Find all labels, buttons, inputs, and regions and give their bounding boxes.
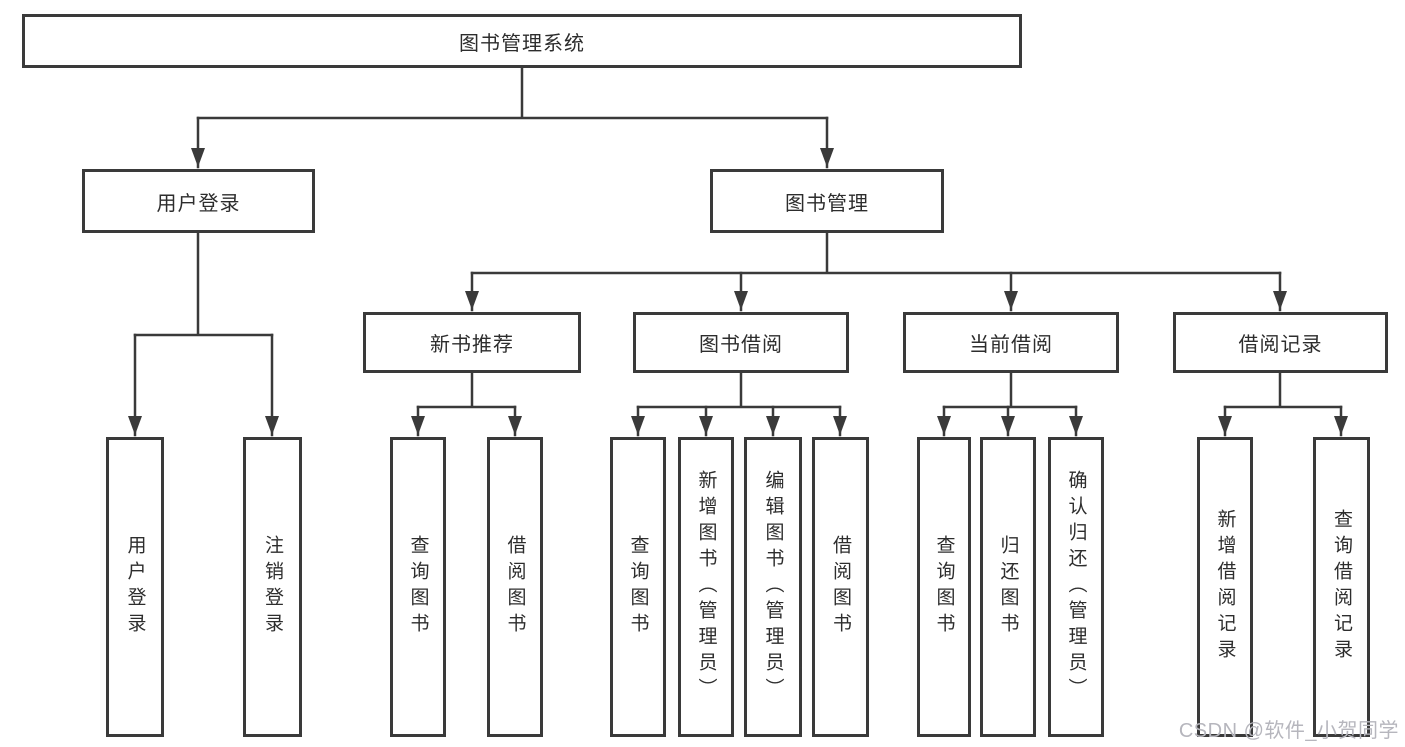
node-current-borrow: 当前借阅 (903, 312, 1119, 373)
leaf-current-return-books: 归还图书 (980, 437, 1036, 737)
leaf-recommend-query-books: 查询图书 (390, 437, 446, 737)
node-label: 图书借阅 (699, 334, 783, 356)
leaf-current-confirm-return-admin: 确认归还（管理员） (1048, 437, 1104, 737)
node-label: 用户登录 (156, 192, 241, 215)
leaf-label: 编辑图书（管理员） (762, 470, 784, 704)
leaf-label: 注销登录 (262, 535, 283, 639)
node-label: 当前借阅 (969, 334, 1053, 356)
leaf-label: 借阅图书 (504, 535, 526, 639)
leaf-borrow-query-books: 查询图书 (610, 437, 666, 737)
leaf-label: 查询借阅记录 (1331, 509, 1352, 665)
node-book-borrow: 图书借阅 (633, 312, 849, 373)
leaf-logout: 注销登录 (243, 437, 302, 737)
leaf-label: 查询图书 (407, 535, 429, 639)
leaf-borrow-add-books-admin: 新增图书（管理员） (678, 437, 734, 737)
node-new-book-recommend: 新书推荐 (363, 312, 581, 373)
leaf-label: 新增图书（管理员） (695, 470, 717, 704)
leaf-label: 用户登录 (124, 535, 146, 639)
node-borrow-records: 借阅记录 (1173, 312, 1388, 373)
leaf-borrow-borrow-books: 借阅图书 (812, 437, 869, 737)
leaf-label: 确认归还（管理员） (1065, 470, 1087, 704)
node-label: 借阅记录 (1238, 334, 1323, 356)
leaf-records-query-record: 查询借阅记录 (1313, 437, 1370, 737)
node-label: 图书管理 (785, 192, 869, 215)
watermark: CSDN @软件_小贺同学 (1178, 720, 1399, 742)
leaf-label: 新增借阅记录 (1214, 509, 1236, 665)
node-label: 图书管理系统 (459, 32, 585, 55)
leaf-label: 借阅图书 (830, 535, 851, 639)
leaf-borrow-edit-books-admin: 编辑图书（管理员） (744, 437, 802, 737)
leaf-user-login: 用户登录 (106, 437, 164, 737)
leaf-label: 查询图书 (933, 535, 955, 639)
node-user-login: 用户登录 (82, 169, 315, 233)
node-library-system: 图书管理系统 (22, 14, 1022, 68)
leaf-records-add-record: 新增借阅记录 (1197, 437, 1253, 737)
leaf-label: 归还图书 (997, 535, 1019, 639)
node-label: 新书推荐 (430, 334, 514, 356)
leaf-label: 查询图书 (627, 535, 649, 639)
leaf-current-query-books: 查询图书 (917, 437, 971, 737)
leaf-recommend-borrow-books: 借阅图书 (487, 437, 543, 737)
node-book-management: 图书管理 (710, 169, 944, 233)
